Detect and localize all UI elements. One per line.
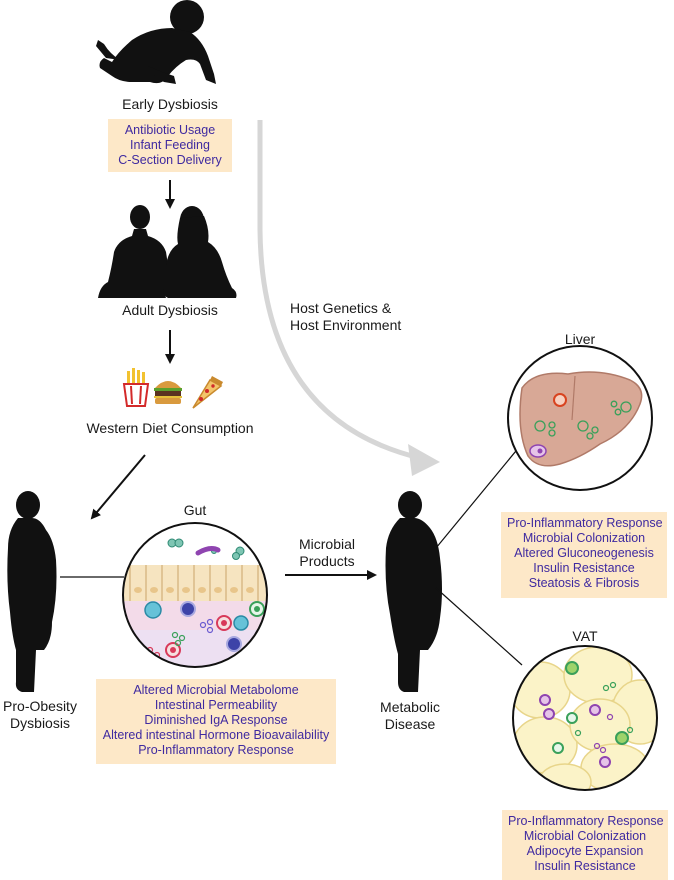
connector-metabolic-to-vat <box>435 587 523 666</box>
western-diet-title: Western Diet Consumption <box>86 420 254 436</box>
liver-title: Liver <box>564 331 596 347</box>
vat-effects-box: Pro-Inflammatory Response Microbial Colo… <box>502 810 668 880</box>
vat-title: VAT <box>572 628 598 644</box>
liver-effect: Pro-Inflammatory Response <box>507 516 663 530</box>
vat-effect: Pro-Inflammatory Response <box>508 814 664 828</box>
host-factors-label: Host Genetics & Host Environment <box>290 300 430 334</box>
gut-illustration <box>122 522 268 668</box>
metabolic-line: Metabolic <box>380 699 440 715</box>
curved-host-arrowhead <box>408 444 440 476</box>
fries-icon <box>122 368 150 407</box>
obese-person-left-silhouette <box>7 491 57 692</box>
arrow-diet-to-obesity <box>90 454 146 520</box>
liver-effect: Steatosis & Fibrosis <box>528 576 640 590</box>
liver-effect: Microbial Colonization <box>522 531 646 545</box>
liver-effect: Insulin Resistance <box>533 561 635 575</box>
gut-title: Gut <box>183 502 207 518</box>
early-factor: Infant Feeding <box>130 138 210 152</box>
connector-metabolic-to-liver <box>435 439 526 549</box>
early-factor: Antibiotic Usage <box>124 123 216 137</box>
microbial-products-line: Microbial <box>298 536 355 552</box>
microbial-products-line: Products <box>299 553 355 569</box>
vat-illustration <box>512 645 658 791</box>
gut-effect: Altered Microbial Metabolome <box>133 683 299 697</box>
vat-effect: Insulin Resistance <box>534 859 636 873</box>
host-line: Host Genetics & <box>290 300 392 316</box>
pro-obesity-line: Pro-Obesity <box>3 698 77 714</box>
pro-obesity-dysbiosis-label: Pro-Obesity Dysbiosis <box>0 698 80 732</box>
liver-effect: Altered Gluconeogenesis <box>514 546 654 560</box>
burger-icon <box>154 381 182 404</box>
early-dysbiosis-title: Early Dysbiosis <box>122 96 218 112</box>
adult-dysbiosis-title: Adult Dysbiosis <box>122 302 218 318</box>
gut-effect: Diminished IgA Response <box>144 713 288 727</box>
baby-silhouette <box>96 0 216 84</box>
microbial-products-label: Microbial Products <box>284 536 370 570</box>
vat-effect: Adipocyte Expansion <box>526 844 644 858</box>
liver-illustration <box>507 345 653 491</box>
adult-couple-silhouette <box>98 205 237 298</box>
gut-effect: Pro-Inflammatory Response <box>138 743 294 757</box>
vat-effect: Microbial Colonization <box>523 829 647 843</box>
early-factor: C-Section Delivery <box>118 153 222 167</box>
liver-effects-box: Pro-Inflammatory Response Microbial Colo… <box>501 512 667 598</box>
obese-person-center-silhouette <box>385 491 442 692</box>
pizza-icon <box>192 376 223 409</box>
gut-effects-box: Altered Microbial Metabolome Intestinal … <box>96 679 336 764</box>
pro-obesity-line: Dysbiosis <box>10 715 70 731</box>
metabolic-disease-label: Metabolic Disease <box>370 699 450 733</box>
gut-effect: Altered intestinal Hormone Bioavailabili… <box>102 728 330 742</box>
early-dysbiosis-factors-box: Antibiotic Usage Infant Feeding C-Sectio… <box>108 119 232 172</box>
host-line: Host Environment <box>290 317 402 333</box>
metabolic-line: Disease <box>384 716 436 732</box>
gut-effect: Intestinal Permeability <box>154 698 278 712</box>
curved-host-arrow <box>257 120 421 461</box>
